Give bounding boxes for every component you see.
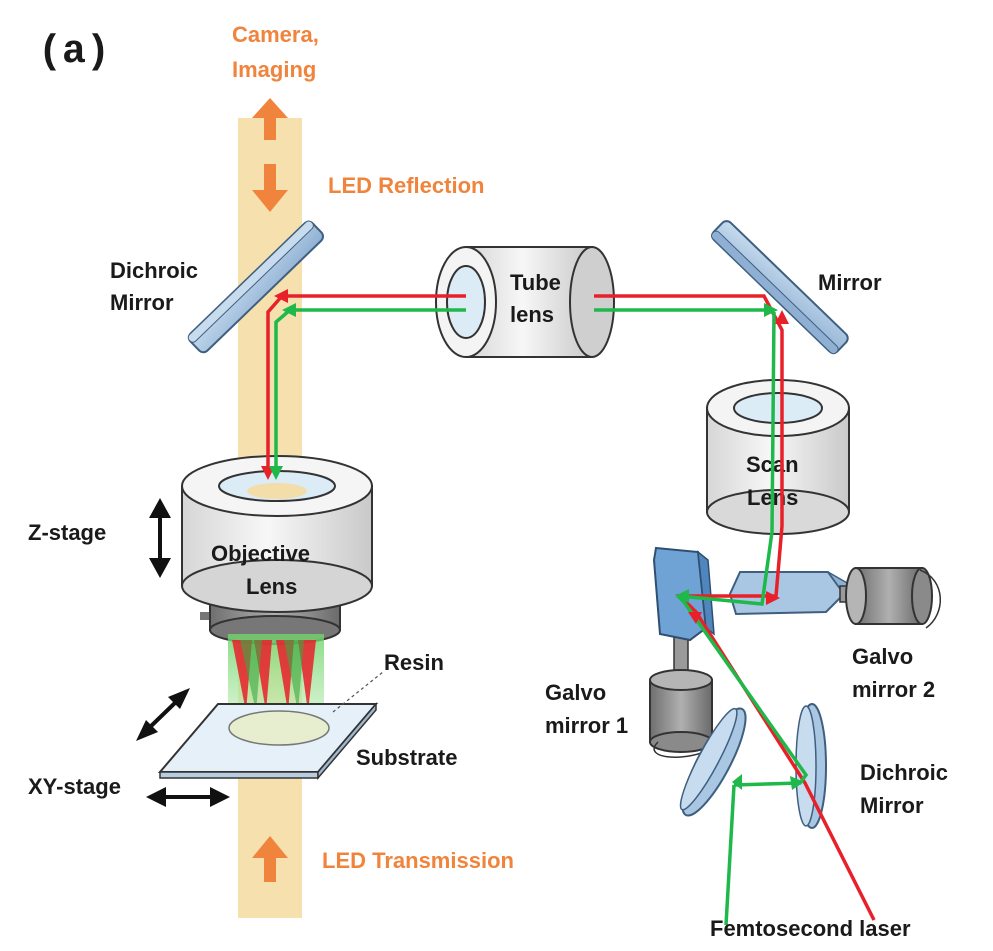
laser-arrowheads [261, 289, 804, 790]
led-reflection-label: LED Reflection [328, 173, 484, 198]
green-laser-path [274, 308, 809, 926]
scan-lens [706, 379, 850, 535]
resin-drop [228, 710, 330, 746]
led-transmission-up-arrow [252, 836, 288, 882]
substrate-label: Substrate [356, 745, 457, 770]
mirror-top-right [710, 220, 849, 355]
objective-lens [181, 455, 373, 645]
xy-stage-diagonal-arrow [136, 688, 190, 741]
panel-letter: (a) [38, 30, 110, 75]
led-reflection-down-arrow [252, 164, 288, 212]
camera-label-line2: Imaging [232, 57, 316, 82]
galvo1-label-line2: mirror 1 [545, 713, 628, 738]
mirror-label: Mirror [818, 270, 882, 295]
tube-lens [435, 246, 615, 358]
focus-cone [228, 634, 324, 712]
objective-label-line2: Lens [246, 574, 297, 599]
dichroic-bottom-label-line1: Dichroic [860, 760, 948, 785]
galvo-mirror-2 [728, 567, 941, 629]
dichroic-top-label-line1: Dichroic [110, 258, 198, 283]
galvo2-label-line1: Galvo [852, 644, 913, 669]
camera-up-arrow [252, 98, 288, 140]
camera-label-line1: Camera, [232, 22, 319, 47]
z-stage-arrow [149, 498, 171, 578]
galvo1-label-line1: Galvo [545, 680, 606, 705]
dichroic-mirror-top [187, 220, 324, 354]
xy-stage-label: XY-stage [28, 774, 121, 799]
galvo2-label-line2: mirror 2 [852, 677, 935, 702]
tube-lens-label-line1: Tube [510, 270, 561, 295]
z-stage-label: Z-stage [28, 520, 106, 545]
objective-label-line1: Objective [211, 541, 310, 566]
xy-stage-horizontal-arrow [146, 787, 230, 807]
tube-lens-label-line2: lens [510, 302, 554, 327]
fold-mirror-bottom [679, 707, 747, 817]
dichroic-bottom-label-line2: Mirror [860, 793, 924, 818]
galvo-mirror-1 [649, 546, 715, 758]
dichroic-top-label-line2: Mirror [110, 290, 174, 315]
resin-label: Resin [384, 650, 444, 675]
resin-pointer [332, 671, 384, 713]
femtosecond-laser-label: Femtosecond laser [710, 916, 911, 941]
led-transmission-label: LED Transmission [322, 848, 514, 873]
